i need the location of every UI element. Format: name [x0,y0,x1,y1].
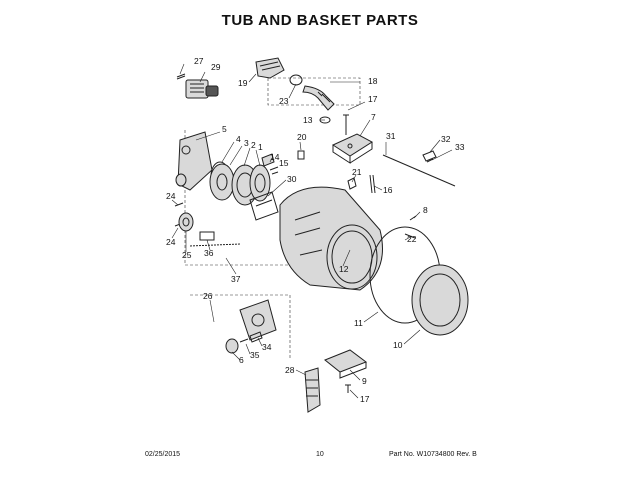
part-hose-18 [302,85,335,111]
callout-35: 35 [250,350,260,360]
callout-27: 27 [194,56,204,66]
callout-12: 12 [339,264,349,274]
callout-28: 28 [285,365,295,375]
callout-32: 32 [441,134,451,144]
part-bracket-32 [422,150,437,162]
callout-33: 33 [455,142,465,152]
part-damper-rod-31 [382,154,456,187]
callout-16: 16 [383,185,393,195]
motor-group-bracket [190,294,291,360]
callout-24a: 24 [166,191,176,201]
callout-6: 6 [239,355,244,365]
part-shield-30 [249,191,279,221]
callout-8: 8 [423,205,428,215]
part-bolt-22 [404,233,416,239]
callout-31: 31 [386,131,396,141]
callout-3: 3 [244,138,249,148]
callout-24b: 24 [166,237,176,247]
footer-part-number: Part No. W10734800 Rev. B [389,451,477,458]
part-harness-37 [189,243,241,247]
callout-34: 34 [262,342,272,352]
hose-group-bracket [267,77,361,106]
callout-29: 29 [211,62,221,72]
part-screw-27 [176,73,186,80]
part-clamp-23 [289,74,303,86]
callout-21: 21 [352,167,362,177]
callout-10: 10 [393,340,403,350]
callout-17b: 17 [360,394,370,404]
callout-17: 17 [368,94,378,104]
part-outer-tub-12 [279,186,383,291]
callout-19: 19 [238,78,248,88]
callout-7: 7 [371,112,376,122]
callout-36: 36 [204,248,214,258]
callout-15: 15 [279,158,289,168]
callout-9: 9 [362,376,367,386]
callout-11: 11 [354,318,363,328]
part-pressure-switch-29 [185,79,219,99]
callout-37: 37 [231,274,241,284]
part-screw-17-bottom [345,384,351,393]
callout-23: 23 [279,96,289,106]
part-clip-21 [347,177,357,190]
callout-14: 14 [270,152,280,162]
part-filter-cap-25 [178,212,194,232]
part-spring-16 [369,174,376,194]
page-title: TUB AND BASKET PARTS [221,12,419,29]
callout-2: 2 [251,140,256,150]
callout-1: 1 [258,142,263,152]
part-screw-24a [174,202,184,207]
part-clip-33 [426,158,434,163]
part-clip-35 [239,338,249,343]
part-drain-pump-5 [175,131,213,191]
callout-13: 13 [303,115,313,125]
callout-5: 5 [222,124,227,134]
part-drive-hub-3 [209,163,235,201]
part-bearing-6 [225,338,239,354]
footer-date: 02/25/2015 [145,451,181,458]
callout-18: 18 [368,76,378,86]
part-bracket-34 [249,331,263,343]
callout-4: 4 [236,134,241,144]
callout-30: 30 [287,174,297,184]
part-sensor-15 [269,166,279,175]
part-tub-vent-19 [255,57,285,79]
callout-25: 25 [182,250,192,260]
part-suspension-bracket-9 [324,349,368,379]
part-sensor-14 [261,153,275,167]
callout-20: 20 [297,132,307,142]
part-door-seal-10 [411,264,469,336]
part-screw-17-top [343,114,349,135]
callout-26: 26 [203,291,213,301]
part-damper-28 [304,367,321,413]
part-connector-36 [199,231,215,241]
part-counterweight-7 [331,133,373,164]
part-motor-assembly-26 [239,299,277,341]
part-connector-20 [297,150,305,160]
callout-22: 22 [407,234,417,244]
part-stator-1 [249,164,271,202]
footer-page-number: 10 [316,451,324,458]
